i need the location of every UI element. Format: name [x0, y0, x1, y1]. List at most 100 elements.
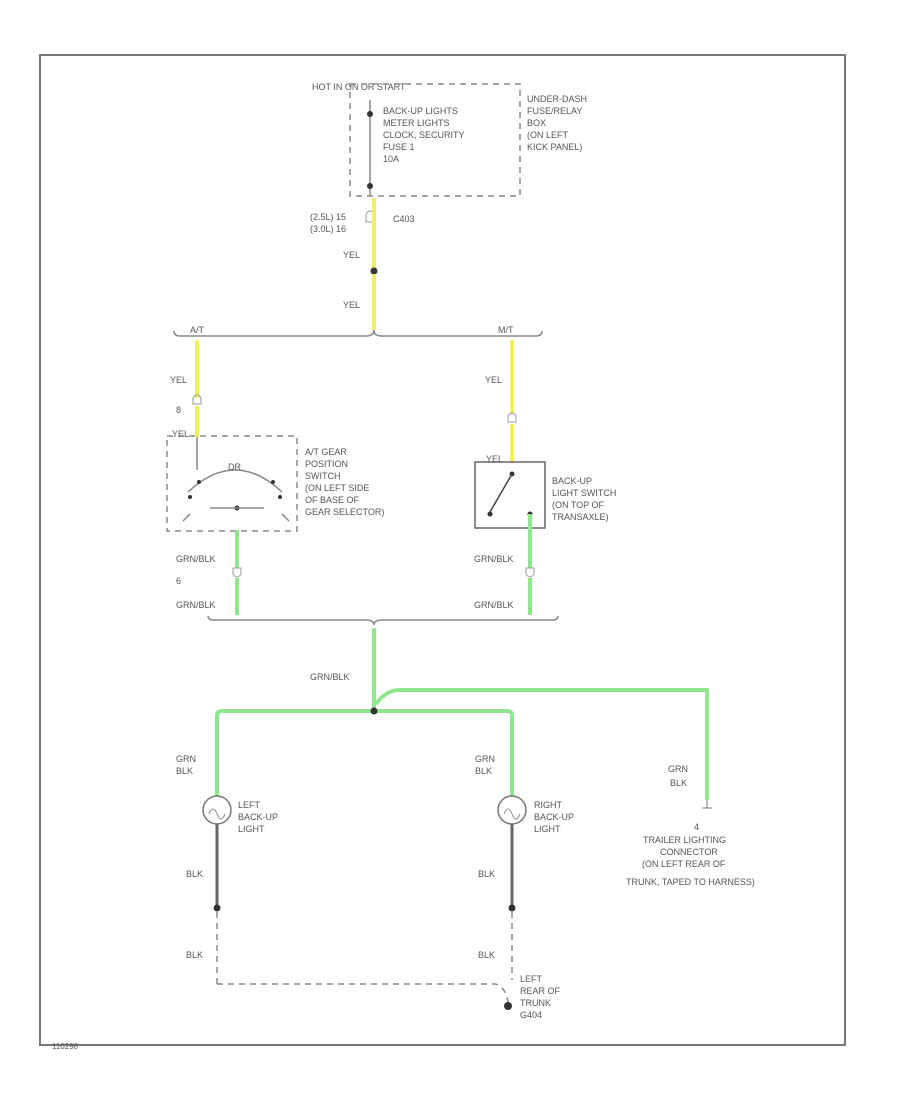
trailer-desc-1: TRAILER LIGHTING	[643, 835, 726, 845]
at-switch-desc-3: SWITCH	[305, 471, 341, 481]
left-bulb-icon	[202, 795, 232, 825]
at-switch-desc-2: POSITION	[305, 459, 348, 469]
right-light-desc-2: BACK-UP	[534, 812, 574, 822]
at-switch-outline	[166, 435, 298, 532]
right-light-desc-3: LIGHT	[534, 824, 561, 834]
fuse-line-3: CLOCK, SECURITY	[383, 130, 465, 140]
fuse-box-supply-label: HOT IN ON OR START	[312, 82, 406, 92]
fuse-box-desc-1: UNDER-DASH	[527, 94, 587, 104]
branch-label-at: A/T	[190, 325, 205, 335]
splice-blk-left	[213, 904, 221, 912]
pin-connector-at-bottom	[232, 567, 242, 578]
right-backup-light: RIGHT BACK-UP LIGHT	[497, 795, 574, 834]
at-switch-arc	[187, 469, 283, 493]
splice-yel	[370, 267, 378, 275]
at-switch-desc-5: OF BASE OF	[305, 495, 360, 505]
left-light-desc-1: LEFT	[238, 800, 261, 810]
fuse-top-dot	[367, 111, 373, 117]
at-contact-1	[197, 480, 201, 484]
wire-label-yel-mt-2: YEL	[486, 454, 503, 464]
at-switch-desc-4: (ON LEFT SIDE	[305, 483, 369, 493]
backup-light-switch: BACK-UP LIGHT SWITCH (ON TOP OF TRANSAXL…	[474, 461, 616, 529]
wire-label-blk-right: BLK	[475, 766, 492, 776]
figure-id: 110298	[52, 1042, 79, 1051]
wire-label-blk-trailer: BLK	[670, 778, 687, 788]
wire-label-blk-left: BLK	[176, 766, 193, 776]
fuse-box-desc-5: KICK PANEL)	[527, 142, 582, 152]
mt-switch-desc-2: LIGHT SWITCH	[552, 488, 616, 498]
fuse-bottom-dot	[367, 183, 373, 189]
wire-label-grn-trailer: GRN	[668, 764, 688, 774]
fuse-box-desc-3: BOX	[527, 118, 546, 128]
splice-blk-right	[508, 904, 516, 912]
mt-switch-outline	[474, 461, 546, 529]
mt-switch-desc-1: BACK-UP	[552, 476, 592, 486]
wire-label-yel-mt: YEL	[485, 375, 502, 385]
wire-label-blk-left-3: BLK	[186, 950, 203, 960]
at-switch-desc-6: GEAR SELECTOR)	[305, 507, 384, 517]
fuse-box: HOT IN ON OR START BACK-UP LIGHTS METER …	[312, 82, 587, 197]
pin-connector-at-top	[192, 394, 202, 405]
trailer-pin-number: 4	[694, 822, 699, 832]
branch-label-mt: M/T	[498, 325, 514, 335]
right-bulb-icon	[497, 795, 527, 825]
left-light-desc-3: LIGHT	[238, 824, 265, 834]
pin-label-25l: (2.5L) 15	[310, 212, 346, 222]
mt-switch-desc-3: (ON TOP OF	[552, 500, 605, 510]
trailer-desc-2: CONNECTOR	[660, 847, 718, 857]
pin-number-at-bottom: 6	[176, 576, 181, 586]
at-contact-4	[278, 495, 282, 499]
at-gear-label: DR	[228, 462, 241, 472]
ground-desc-2: REAR OF	[520, 986, 561, 996]
wire-label-yel-1: YEL	[343, 250, 360, 260]
split-bus-top	[173, 329, 543, 337]
wire-grn-trailer	[374, 688, 709, 800]
fuse-line-4: FUSE 1	[383, 142, 415, 152]
wire-label-grn-left: GRN	[176, 754, 196, 764]
wire-label-grnblk-mt-2: GRN/BLK	[474, 600, 514, 610]
wire-label-blk-right-2: BLK	[478, 869, 495, 879]
trailer-desc-4: TRUNK, TAPED TO HARNESS)	[626, 877, 755, 887]
ground-desc-3: TRUNK	[520, 998, 551, 1008]
fuse-line-2: METER LIGHTS	[383, 118, 450, 128]
wire-label-grnblk-at-2: GRN/BLK	[176, 600, 216, 610]
wire-label-grn-right: GRN	[475, 754, 495, 764]
right-light-desc-1: RIGHT	[534, 800, 563, 810]
fuse-box-desc-4: (ON LEFT	[527, 130, 569, 140]
ground-desc-1: LEFT	[520, 974, 543, 984]
fuse-box-outline	[349, 83, 521, 197]
trailer-connector-pin	[702, 800, 712, 809]
ground-dashed-wire	[217, 983, 509, 1005]
wire-label-blk-left-2: BLK	[186, 869, 203, 879]
left-light-desc-2: BACK-UP	[238, 812, 278, 822]
wire-label-yel-2: YEL	[343, 300, 360, 310]
pin-connector-mt-top	[507, 412, 517, 423]
diagram-frame	[39, 54, 846, 1046]
splice-grn	[370, 707, 378, 715]
mt-switch-desc-4: TRANSAXLE)	[552, 512, 609, 522]
merge-bus-bottom	[207, 615, 559, 626]
at-contact-2	[188, 495, 192, 499]
wire-label-grnblk-mt-1: GRN/BLK	[474, 554, 514, 564]
wire-grn-lights	[215, 709, 514, 800]
fuse-box-desc-2: FUSE/RELAY	[527, 106, 582, 116]
left-backup-light: LEFT BACK-UP LIGHT	[202, 795, 278, 834]
fuse-line-5: 10A	[383, 154, 399, 164]
at-switch-desc-1: A/T GEAR	[305, 447, 347, 457]
ground-desc-4: G404	[520, 1010, 542, 1020]
pin-number-at-top: 8	[176, 405, 181, 415]
pin-connector-mt-bottom	[525, 567, 535, 578]
trailer-desc-3: (ON LEFT REAR OF	[642, 859, 726, 869]
wire-label-blk-right-3: BLK	[478, 950, 495, 960]
ground-point	[504, 1002, 512, 1010]
wire-label-grnblk-trunk: GRN/BLK	[310, 672, 350, 682]
wire-label-grnblk-at-1: GRN/BLK	[176, 554, 216, 564]
fuse-line-1: BACK-UP LIGHTS	[383, 106, 458, 116]
wire-label-yel-at: YEL	[170, 375, 187, 385]
pin-label-30l: (3.0L) 16	[310, 224, 346, 234]
at-gear-position-switch: DR A/T GEAR POSITION SWITCH (ON LEFT SID…	[166, 435, 384, 532]
connector-c403-label: C403	[393, 214, 415, 224]
at-contact-3	[271, 480, 275, 484]
wire-label-yel-at-2: YEL	[172, 429, 189, 439]
